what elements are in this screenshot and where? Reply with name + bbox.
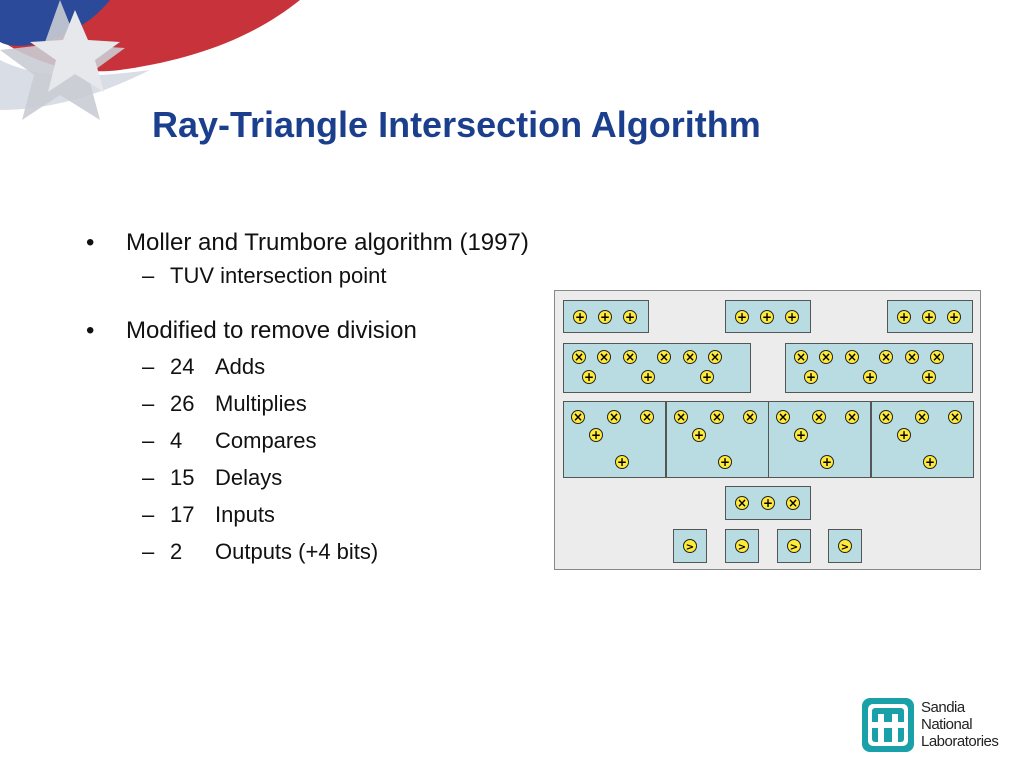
stat-count: 26 — [170, 391, 195, 416]
multiplier-node — [683, 350, 697, 364]
logo-line: National — [921, 716, 973, 733]
adder-node — [897, 310, 911, 324]
bullet-text: Modified to remove division — [126, 317, 417, 344]
comparator-node — [838, 539, 852, 553]
bullet-item: • Moller and Trumbore algorithm (1997) — [86, 226, 556, 260]
multiplier-node — [640, 410, 654, 424]
multiplier-node — [879, 350, 893, 364]
adder-node — [582, 370, 596, 384]
stat-count: 17 — [170, 502, 195, 527]
multiplier-node — [623, 350, 637, 364]
bullet-item: • Modified to remove division — [86, 314, 556, 348]
sub-bullet-text: TUV intersection point — [170, 263, 387, 288]
corner-star-swoosh-art — [0, 0, 300, 120]
stat-label: Delays — [215, 465, 283, 490]
sub-bullet-marker: – — [142, 539, 155, 564]
adder-node — [863, 370, 877, 384]
adder-node — [947, 310, 961, 324]
adder-node — [761, 496, 775, 510]
adder-node — [897, 428, 911, 442]
bullet-text: Moller and Trumbore algorithm (1997) — [126, 229, 529, 256]
bullet-marker: • — [86, 317, 95, 344]
stat-item: – 2 Outputs (+4 bits) — [86, 533, 556, 570]
adder-node — [923, 455, 937, 469]
multiplier-node — [597, 350, 611, 364]
stat-item: – 26 Multiplies — [86, 385, 556, 422]
multiplier-node — [948, 410, 962, 424]
bullet-list: • Moller and Trumbore algorithm (1997) –… — [86, 226, 556, 570]
adder-node — [692, 428, 706, 442]
stat-item: – 24 Adds — [86, 348, 556, 385]
sub-bullet-marker: – — [142, 428, 155, 453]
stat-label: Inputs — [215, 502, 275, 527]
multiplier-node — [930, 350, 944, 364]
sub-bullet-marker: – — [142, 465, 155, 490]
multiplier-node — [819, 350, 833, 364]
multiplier-node — [812, 410, 826, 424]
sandia-logo: Sandia National Laboratories — [861, 697, 1011, 757]
multiplier-node — [657, 350, 671, 364]
multiplier-node — [674, 410, 688, 424]
multiplier-node — [708, 350, 722, 364]
adder-node — [718, 455, 732, 469]
sub-bullet-marker: – — [142, 354, 155, 379]
stat-label: Compares — [215, 428, 317, 453]
comparator-node — [735, 539, 749, 553]
stat-label: Adds — [215, 354, 266, 379]
multiplier-node — [905, 350, 919, 364]
adder-node — [598, 310, 612, 324]
sandia-thunderbird-logo-icon — [862, 698, 914, 752]
slide-title: Ray-Triangle Intersection Algorithm — [152, 104, 761, 145]
functional-unit-box — [563, 343, 751, 393]
adder-node — [804, 370, 818, 384]
adder-node — [922, 310, 936, 324]
adder-node — [615, 455, 629, 469]
logo-wordmark: Sandia National Laboratories — [921, 699, 999, 750]
multiplier-node — [786, 496, 800, 510]
adder-node — [641, 370, 655, 384]
logo-line: Sandia — [921, 699, 965, 716]
stat-item: – 15 Delays — [86, 459, 556, 496]
stat-item: – 4 Compares — [86, 422, 556, 459]
comparator-node — [787, 539, 801, 553]
adder-node — [735, 310, 749, 324]
multiplier-node — [879, 410, 893, 424]
comparator-node — [683, 539, 697, 553]
adder-node — [794, 428, 808, 442]
functional-unit-box — [785, 343, 973, 393]
adder-node — [700, 370, 714, 384]
sub-bullet-marker: – — [142, 502, 155, 527]
stat-item: – 17 Inputs — [86, 496, 556, 533]
adder-node — [589, 428, 603, 442]
multiplier-node — [735, 496, 749, 510]
stat-count: 15 — [170, 465, 195, 490]
adder-node — [760, 310, 774, 324]
stat-count: 24 — [170, 354, 195, 379]
stat-count: 4 — [170, 428, 183, 453]
adder-node — [573, 310, 587, 324]
adder-node — [922, 370, 936, 384]
stat-count: 2 — [170, 539, 183, 564]
stat-label: Multiplies — [215, 391, 307, 416]
sub-bullet-marker: – — [142, 263, 155, 288]
pipeline-diagram — [554, 290, 981, 570]
sub-bullet-marker: – — [142, 391, 155, 416]
multiplier-node — [794, 350, 808, 364]
logo-line: Laboratories — [921, 733, 999, 750]
multiplier-node — [607, 410, 621, 424]
multiplier-node — [776, 410, 790, 424]
multiplier-node — [845, 410, 859, 424]
multiplier-node — [572, 350, 586, 364]
multiplier-node — [571, 410, 585, 424]
stat-label: Outputs (+4 bits) — [215, 539, 379, 564]
bullet-marker: • — [86, 229, 95, 256]
sub-bullet-item: – TUV intersection point — [86, 260, 556, 292]
adder-node — [820, 455, 834, 469]
multiplier-node — [710, 410, 724, 424]
multiplier-node — [915, 410, 929, 424]
multiplier-node — [743, 410, 757, 424]
multiplier-node — [845, 350, 859, 364]
adder-node — [623, 310, 637, 324]
adder-node — [785, 310, 799, 324]
